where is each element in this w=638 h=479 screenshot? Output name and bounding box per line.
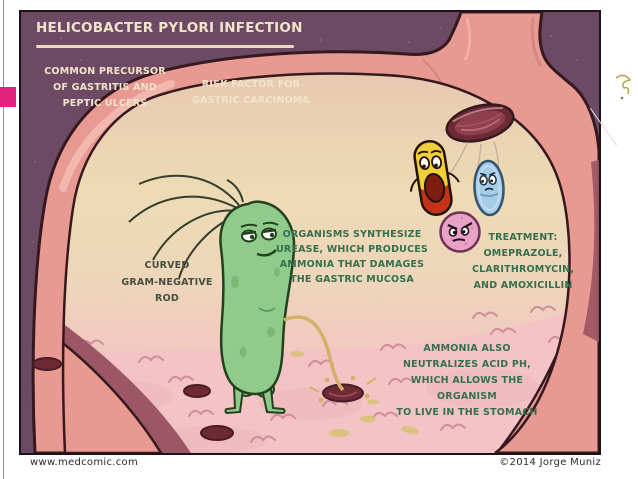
ulcer-hole [183, 383, 364, 441]
h-pylori-bacterium-icon [128, 174, 296, 415]
capsule-pill-icon [409, 140, 460, 216]
wall-shadow-right [583, 160, 599, 342]
wall-highlight [59, 80, 175, 192]
inner-wall-outline [61, 72, 571, 453]
comic-frame [19, 10, 601, 455]
label-urease: ORGANISMS SYNTHESIZE UREASE, WHICH PRODU… [276, 229, 428, 285]
label-precursor: COMMON PRECURSOR OF GASTRITIS AND PEPTIC… [44, 66, 166, 109]
website-url: www.medcomic.com [30, 457, 139, 468]
label-ammonia: AMMONIA ALSO NEUTRALIZES ACID PH, WHICH … [396, 343, 538, 418]
bacterium-face [240, 221, 279, 257]
label-morphology: CURVED GRAM-NEGATIVE ROD [121, 260, 213, 305]
margin-smudge-icon [612, 68, 636, 112]
pink-tablet-icon [439, 211, 481, 253]
stomach-illustration [21, 12, 599, 453]
comic-title: HELICOBACTER PYLORI INFECTION [36, 20, 303, 36]
blue-tablet-icon [473, 159, 505, 217]
ammonia-stream-icon [283, 315, 377, 403]
page-edge-line [3, 0, 4, 479]
leg [260, 386, 286, 415]
body-spots [231, 267, 280, 357]
gastric-mucosa [63, 308, 570, 453]
title-underline [36, 45, 294, 48]
leg [224, 386, 245, 415]
slide-accent-tab [0, 87, 16, 107]
label-treatment: TREATMENT: OMEPRAZOLE, CLARITHROMYCIN, A… [471, 232, 575, 291]
ulcer-hole-left-edge [32, 357, 62, 371]
copyright-text: ©2014 Jorge Muniz [499, 457, 601, 468]
label-risk-factor: RISK FACTOR FOR GASTRIC CARCINOMA [192, 79, 310, 106]
esophageal-opening-icon [445, 103, 515, 143]
